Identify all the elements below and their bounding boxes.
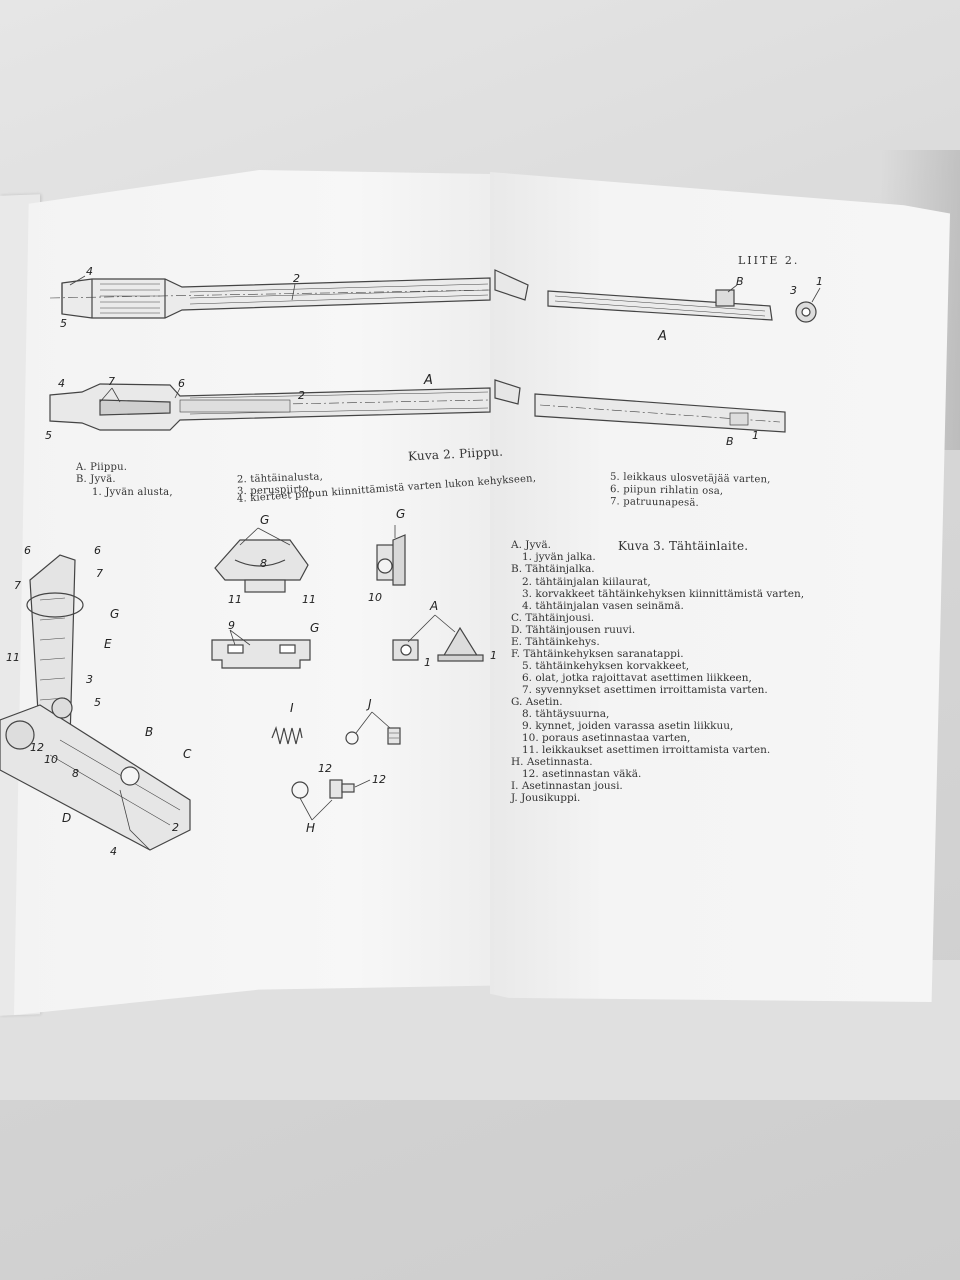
fig3-label-3: 3: [86, 673, 93, 686]
fig3-legend-G: G. Asetin.: [511, 696, 563, 708]
fig3-label-11: 11: [6, 651, 20, 664]
front-sight-drawing: [392, 626, 484, 662]
fig3-label-10: 10: [44, 753, 58, 766]
fig3-legend-8: 8. tähtäysuurna,: [522, 708, 610, 720]
fig2-label-4: 4: [86, 265, 93, 278]
sight-slider-front-drawing: [376, 534, 406, 586]
rear-sight-assembly-drawing: [0, 554, 191, 851]
fig3-cup-label-J: J: [368, 697, 372, 711]
spring-drawing: [271, 726, 303, 745]
fig3-legend-B: B. Tähtäinjalka.: [511, 563, 595, 575]
fig3-bottom-label-G: G: [310, 621, 320, 635]
fig3-pin-label-12b: 12: [372, 773, 386, 786]
fig2-legend-B: B. Jyvä.: [76, 474, 116, 485]
fig2-label-6: 6: [178, 377, 185, 390]
barrel-section-drawing-left: [49, 383, 491, 431]
fig2-label-B: B: [736, 275, 744, 288]
fig3-bottom-label-9: 9: [228, 619, 235, 632]
fig3-slider-label-G: G: [260, 513, 270, 527]
leader-lines: [69, 275, 821, 821]
fig3-legend-4: 4. tähtäinjalan vasen seinämä.: [522, 600, 684, 612]
fig3-legend-10: 10. poraus asetinnastaa varten,: [522, 732, 691, 744]
fig3-pin-label-H: H: [306, 821, 316, 835]
fig3-label-4: 4: [110, 845, 117, 858]
fig3-frontsight-label-1a: 1: [424, 656, 431, 669]
fig3-label-6a: 6: [24, 544, 31, 557]
fig3-label-7a: 7: [14, 579, 21, 592]
fig2-label-3: 3: [790, 284, 797, 297]
fig2-label-2-section: 2: [298, 389, 305, 402]
fig3-frontsight-label-1b: 1: [490, 649, 497, 662]
fig3-legend-3: 3. korvakkeet tähtäinkehyksen kiinnittäm…: [522, 588, 805, 600]
barrel-section-drawing-right: [494, 379, 786, 433]
fig3-spring-label-I: I: [290, 701, 294, 715]
fig2-label-1-section: 1: [752, 429, 759, 442]
fig2-legend-6: 6. piipun rihlatin osa,: [609, 484, 724, 497]
barrel-exterior-drawing-left: [49, 277, 491, 319]
fig3-label-2: 2: [172, 821, 179, 834]
fig3-legend-6: 6. olat, jotka rajoittavat asettimen lii…: [522, 672, 752, 684]
fig3-legend-7: 7. syvennykset asettimen irroittamista v…: [522, 684, 768, 696]
fig2-label-B-detail: 1: [816, 275, 823, 288]
fig3-legend-D: D. Tähtäinjousen ruuvi.: [511, 624, 636, 636]
fig3-legend-H: H. Asetinnasta.: [511, 756, 593, 768]
fig3-label-5: 5: [94, 696, 101, 709]
fig3-slider-label-11b: 11: [302, 593, 316, 606]
fig3-legend-1: 1. jyvän jalka.: [522, 551, 596, 563]
fig2-label-7: 7: [108, 375, 115, 388]
fig2-label-B-section: B: [726, 435, 734, 448]
fig3-front-label-G: G: [396, 507, 406, 521]
fig3-legend-F: F. Tähtäinkehyksen saranatappi.: [511, 648, 684, 660]
fig3-legend-J: J. Jousikuppi.: [511, 792, 581, 804]
fig2-label-5-section: 5: [45, 429, 52, 442]
barrel-exterior-drawing-right: [494, 269, 817, 323]
fig3-label-12: 12: [30, 741, 44, 754]
fig3-legend-I: I. Asetinnastan jousi.: [511, 780, 623, 792]
fig3-legend-11: 11. leikkaukset asettimen irroittamista …: [522, 744, 771, 756]
fig2-legend-1: 1. Jyvän alusta,: [92, 487, 173, 498]
fig3-legend-A: A. Jyvä.: [511, 539, 551, 551]
fig3-pin-label-12a: 12: [318, 762, 332, 775]
fig2-label-2: 2: [293, 272, 300, 285]
fig3-legend-9: 9. kynnet, joiden varassa asetin liikkuu…: [522, 720, 734, 732]
fig3-label-6b: 6: [94, 544, 101, 557]
fig3-slider-label-11a: 11: [228, 593, 242, 606]
sight-pin-drawing: [291, 779, 355, 799]
fig2-label-A: A: [658, 329, 667, 344]
fig3-front-label-10: 10: [368, 591, 382, 604]
fig3-label-E: E: [104, 637, 112, 651]
fig3-label-C: C: [183, 747, 192, 761]
fig3-label-D: D: [62, 811, 72, 825]
sight-slider-bottom-drawing: [211, 639, 311, 669]
fig3-legend-C: C. Tähtäinjousi.: [511, 612, 595, 624]
sight-slider-top-drawing: [214, 539, 309, 593]
fig3-label-8: 8: [72, 767, 79, 780]
figure3-caption: Kuva 3. Tähtäinlaite.: [618, 539, 749, 553]
fig2-label-5: 5: [60, 317, 67, 330]
fig3-slider-label-8: 8: [260, 557, 267, 570]
fig3-legend-5: 5. tähtäinkehyksen korvakkeet,: [522, 660, 690, 672]
fig3-legend-12: 12. asetinnastan väkä.: [522, 768, 642, 780]
spring-cup-drawing: [345, 727, 401, 745]
fig3-frontsight-label-A: A: [430, 599, 439, 613]
fig3-label-G: G: [110, 607, 120, 621]
fig3-legend-E: E. Tähtäinkehys.: [511, 636, 600, 648]
fig2-label-A-section: A: [424, 373, 433, 388]
fig3-legend-2: 2. tähtäinjalan kiilaurat,: [522, 576, 651, 588]
fig3-label-7b: 7: [96, 567, 103, 580]
fig2-legend-A: A. Piippu.: [76, 462, 128, 473]
fig2-label-4-section: 4: [58, 377, 65, 390]
fig3-label-B: B: [145, 725, 154, 739]
fig2-legend-7: 7. patruunapesä.: [609, 496, 700, 509]
appendix-label: LIITE 2.: [738, 254, 800, 267]
